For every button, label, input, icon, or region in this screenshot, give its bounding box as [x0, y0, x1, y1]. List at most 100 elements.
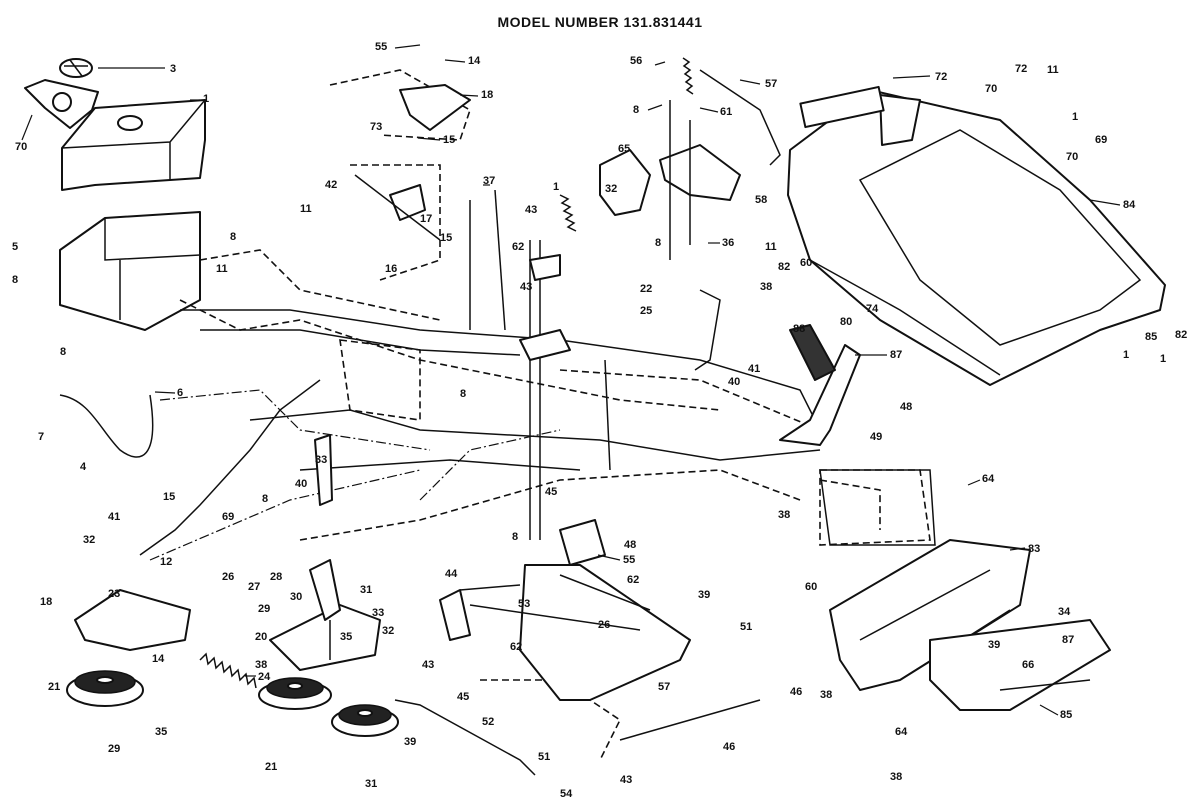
svg-text:62: 62	[512, 241, 524, 253]
callout-label: 14	[444, 55, 481, 67]
svg-text:29: 29	[108, 743, 120, 755]
svg-text:31: 31	[360, 584, 372, 596]
callout-label: 11	[765, 241, 777, 253]
callout-label: 62	[627, 574, 639, 586]
idler-arm-left	[74, 589, 191, 651]
svg-text:12: 12	[160, 556, 172, 568]
svg-text:15: 15	[163, 491, 175, 503]
callout-label: 43	[620, 774, 632, 786]
callout-label: 55	[375, 41, 421, 53]
callout-label: 74	[866, 303, 879, 315]
callout-label: 85	[1145, 331, 1157, 343]
svg-text:65: 65	[618, 143, 630, 155]
callout-label: 38	[890, 771, 902, 783]
svg-text:85: 85	[1145, 331, 1157, 343]
callout-label: 44	[445, 568, 458, 580]
svg-text:29: 29	[258, 603, 270, 615]
callout-label: 55	[597, 554, 635, 566]
model-number-title: MODEL NUMBER 131.831441	[498, 14, 703, 30]
callout-label: 57	[658, 681, 670, 693]
svg-text:4: 4	[80, 461, 87, 473]
svg-text:69: 69	[1095, 134, 1107, 146]
shift-bracket	[309, 559, 471, 660]
callout-label: 70	[985, 83, 997, 95]
callout-label: 35	[155, 726, 167, 738]
svg-text:17: 17	[420, 213, 432, 225]
callout-label: 69	[222, 511, 234, 523]
svg-text:84: 84	[1123, 199, 1136, 211]
callout-label: 8	[512, 531, 518, 543]
callout-label: 11	[1047, 64, 1059, 76]
svg-text:45: 45	[457, 691, 469, 703]
svg-text:18: 18	[481, 89, 493, 101]
svg-text:43: 43	[422, 659, 434, 671]
svg-text:57: 57	[765, 78, 777, 90]
svg-text:32: 32	[605, 183, 617, 195]
callout-label: 82	[778, 261, 790, 273]
svg-text:31: 31	[365, 778, 377, 790]
svg-text:62: 62	[627, 574, 639, 586]
svg-text:1: 1	[1160, 353, 1166, 365]
callout-label: 46	[723, 741, 735, 753]
callout-label: 8	[262, 493, 268, 505]
svg-text:58: 58	[755, 194, 767, 206]
callout-label: 8	[60, 346, 66, 358]
callout-label: 54	[560, 788, 573, 800]
callout-label: 30	[290, 591, 302, 603]
callout-label: 38	[255, 659, 267, 671]
pulley-center	[258, 677, 332, 710]
svg-text:80: 80	[840, 316, 852, 328]
svg-text:21: 21	[48, 681, 60, 693]
svg-text:27: 27	[248, 581, 260, 593]
callout-label: 32	[382, 625, 394, 637]
svg-text:43: 43	[525, 204, 537, 216]
svg-text:46: 46	[723, 741, 735, 753]
svg-text:61: 61	[720, 106, 732, 118]
rear-plate	[929, 619, 1111, 711]
callout-label: 61	[699, 106, 732, 118]
svg-text:85: 85	[1060, 709, 1072, 721]
callout-label: 37	[483, 175, 495, 187]
callout-label: 15	[163, 491, 175, 503]
svg-text:38: 38	[820, 689, 832, 701]
drive-rod	[394, 699, 761, 776]
svg-text:40: 40	[728, 376, 740, 388]
callout-label: 62	[510, 641, 522, 653]
svg-text:41: 41	[108, 511, 120, 523]
callout-label: 8	[460, 388, 466, 400]
svg-text:14: 14	[152, 653, 165, 665]
callout-label: 60	[800, 257, 812, 269]
callout-label: 56	[630, 55, 666, 67]
gas-cap	[59, 58, 93, 78]
callout-label: 14	[152, 653, 165, 665]
callout-label: 51	[740, 621, 752, 633]
svg-text:6: 6	[177, 387, 183, 399]
callout-label: 87	[1062, 634, 1074, 646]
callout-label: 16	[385, 263, 397, 275]
svg-text:70: 70	[15, 141, 27, 153]
callout-label: 38	[760, 281, 772, 293]
callout-label: 66	[1022, 659, 1034, 671]
svg-text:55: 55	[623, 554, 635, 566]
callout-label: 20	[255, 631, 267, 643]
svg-text:54: 54	[560, 788, 573, 800]
callout-label: 43	[520, 281, 532, 293]
svg-text:14: 14	[468, 55, 481, 67]
callout-label: 43	[525, 204, 537, 216]
callout-label: 64	[895, 726, 908, 738]
callout-label: 29	[258, 603, 270, 615]
callout-label: 12	[160, 556, 172, 568]
svg-text:43: 43	[520, 281, 532, 293]
svg-text:8: 8	[512, 531, 518, 543]
svg-text:60: 60	[805, 581, 817, 593]
callout-label: 45	[457, 691, 469, 703]
lever-handle	[314, 434, 333, 506]
svg-text:69: 69	[222, 511, 234, 523]
svg-text:23: 23	[108, 588, 120, 600]
callout-label: 36	[708, 237, 734, 249]
callout-label: 38	[820, 689, 832, 701]
callout-label: 11	[216, 263, 228, 275]
svg-text:20: 20	[255, 631, 267, 643]
callout-label: 15	[417, 134, 455, 146]
